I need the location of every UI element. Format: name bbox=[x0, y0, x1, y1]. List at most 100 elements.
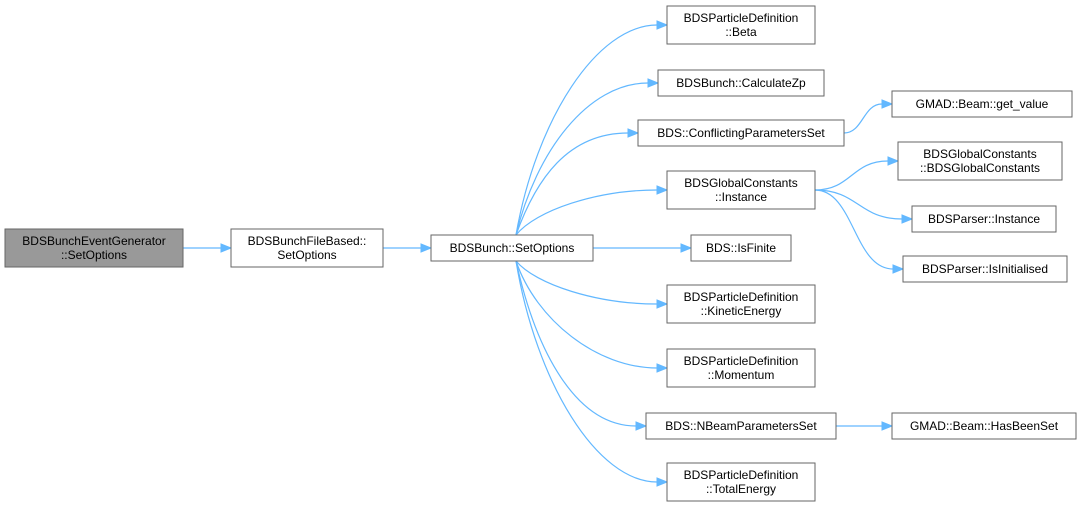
node-beta[interactable]: BDSParticleDefinition::Beta bbox=[666, 5, 816, 45]
call-edge bbox=[515, 78, 660, 236]
edge-arrowhead bbox=[635, 421, 648, 431]
node-box bbox=[902, 255, 1068, 283]
edge-arrowhead bbox=[656, 299, 669, 309]
node-conflicting[interactable]: BDS::ConflictingParametersSet bbox=[637, 119, 845, 147]
node-box bbox=[666, 348, 816, 388]
node-label: ::Instance bbox=[715, 190, 767, 204]
node-box bbox=[666, 5, 816, 45]
node-box bbox=[637, 119, 845, 147]
node-label: BDSGlobalConstants bbox=[684, 176, 797, 190]
edge-arrowhead bbox=[656, 20, 669, 30]
node-nbeam[interactable]: BDS::NBeamParametersSet bbox=[645, 412, 837, 440]
edge-line bbox=[515, 260, 637, 427]
call-edge bbox=[183, 243, 233, 253]
call-edge bbox=[515, 260, 669, 373]
edge-arrowhead bbox=[627, 128, 640, 138]
edge-arrowhead bbox=[220, 243, 233, 253]
node-box bbox=[4, 228, 184, 268]
edge-line bbox=[515, 82, 649, 236]
node-label: BDSParticleDefinition bbox=[684, 290, 799, 304]
node-label: BDSBunch::SetOptions bbox=[450, 241, 575, 255]
call-edge bbox=[515, 260, 648, 431]
edge-line bbox=[814, 189, 894, 270]
node-parser-instance[interactable]: BDSParser::Instance bbox=[911, 205, 1057, 233]
node-parser-isinit[interactable]: BDSParser::IsInitialised bbox=[902, 255, 1068, 283]
call-edge bbox=[515, 20, 669, 236]
edge-arrowhead bbox=[656, 363, 669, 373]
node-label: ::Momentum bbox=[708, 368, 775, 382]
node-momentum[interactable]: BDSParticleDefinition::Momentum bbox=[666, 348, 816, 388]
edge-arrowhead bbox=[892, 264, 905, 274]
edge-arrowhead bbox=[656, 185, 669, 195]
node-label: ::TotalEnergy bbox=[706, 482, 776, 496]
node-gc-instance[interactable]: BDSGlobalConstants::Instance bbox=[666, 170, 816, 210]
edge-arrowhead bbox=[420, 243, 433, 253]
call-edge bbox=[814, 189, 914, 224]
node-box bbox=[911, 205, 1057, 233]
node-get-value[interactable]: GMAD::Beam::get_value bbox=[891, 90, 1073, 118]
node-isfinite[interactable]: BDS::IsFinite bbox=[690, 234, 792, 262]
edge-line bbox=[515, 132, 629, 236]
node-label: BDSParser::Instance bbox=[928, 212, 1040, 226]
node-box bbox=[666, 462, 816, 502]
node-filebased[interactable]: BDSBunchFileBased::SetOptions bbox=[230, 228, 384, 268]
call-edge bbox=[814, 156, 900, 191]
node-gc-ctor[interactable]: BDSGlobalConstants::BDSGlobalConstants bbox=[897, 141, 1063, 181]
node-label: BDSBunchEventGenerator bbox=[22, 234, 165, 248]
node-label: BDSGlobalConstants bbox=[923, 147, 1036, 161]
node-label: ::KineticEnergy bbox=[701, 304, 782, 318]
node-label: BDSParser::IsInitialised bbox=[922, 262, 1048, 276]
call-edge bbox=[515, 260, 669, 309]
node-box bbox=[657, 69, 825, 97]
node-root[interactable]: BDSBunchEventGenerator::SetOptions bbox=[4, 228, 184, 268]
node-label: BDS::IsFinite bbox=[706, 241, 776, 255]
edge-line bbox=[515, 24, 658, 236]
call-edge bbox=[814, 189, 905, 274]
node-label: BDS::NBeamParametersSet bbox=[665, 419, 817, 433]
node-hasbeenset[interactable]: GMAD::Beam::HasBeenSet bbox=[891, 412, 1077, 440]
node-label: GMAD::Beam::get_value bbox=[916, 97, 1049, 111]
edge-line bbox=[814, 189, 903, 220]
node-box bbox=[230, 228, 384, 268]
node-setoptions[interactable]: BDSBunch::SetOptions bbox=[430, 234, 594, 262]
node-box bbox=[666, 284, 816, 324]
node-label: SetOptions bbox=[277, 248, 336, 262]
call-edge bbox=[836, 421, 894, 431]
edge-arrowhead bbox=[901, 214, 914, 224]
node-label: ::Beta bbox=[725, 25, 757, 39]
function-nodes: BDSBunchEventGenerator::SetOptionsBDSBun… bbox=[4, 5, 1077, 502]
edge-arrowhead bbox=[656, 477, 669, 487]
call-edge bbox=[515, 260, 669, 487]
node-box bbox=[891, 90, 1073, 118]
call-edge bbox=[515, 128, 640, 236]
edge-arrowhead bbox=[881, 99, 894, 109]
node-kinetic[interactable]: BDSParticleDefinition::KineticEnergy bbox=[666, 284, 816, 324]
edge-arrowhead bbox=[887, 156, 900, 166]
call-edge bbox=[515, 185, 669, 236]
node-label: ::SetOptions bbox=[61, 248, 127, 262]
node-label: BDSBunchFileBased:: bbox=[248, 234, 367, 248]
node-label: BDSParticleDefinition bbox=[684, 354, 799, 368]
node-label: BDSParticleDefinition bbox=[684, 468, 799, 482]
call-edges bbox=[183, 20, 914, 487]
node-box bbox=[645, 412, 837, 440]
node-box bbox=[666, 170, 816, 210]
node-total[interactable]: BDSParticleDefinition::TotalEnergy bbox=[666, 462, 816, 502]
node-calczp[interactable]: BDSBunch::CalculateZp bbox=[657, 69, 825, 97]
call-edge bbox=[593, 243, 693, 253]
edge-arrowhead bbox=[680, 243, 693, 253]
edge-line bbox=[515, 260, 658, 369]
edge-line bbox=[515, 260, 658, 483]
node-box bbox=[891, 412, 1077, 440]
edge-line bbox=[843, 103, 883, 134]
node-box bbox=[897, 141, 1063, 181]
node-label: BDSParticleDefinition bbox=[684, 11, 799, 25]
edge-line bbox=[515, 260, 658, 305]
edge-line bbox=[814, 160, 889, 191]
node-box bbox=[690, 234, 792, 262]
edge-arrowhead bbox=[881, 421, 894, 431]
node-box bbox=[430, 234, 594, 262]
edge-line bbox=[515, 189, 658, 236]
node-label: GMAD::Beam::HasBeenSet bbox=[910, 419, 1059, 433]
